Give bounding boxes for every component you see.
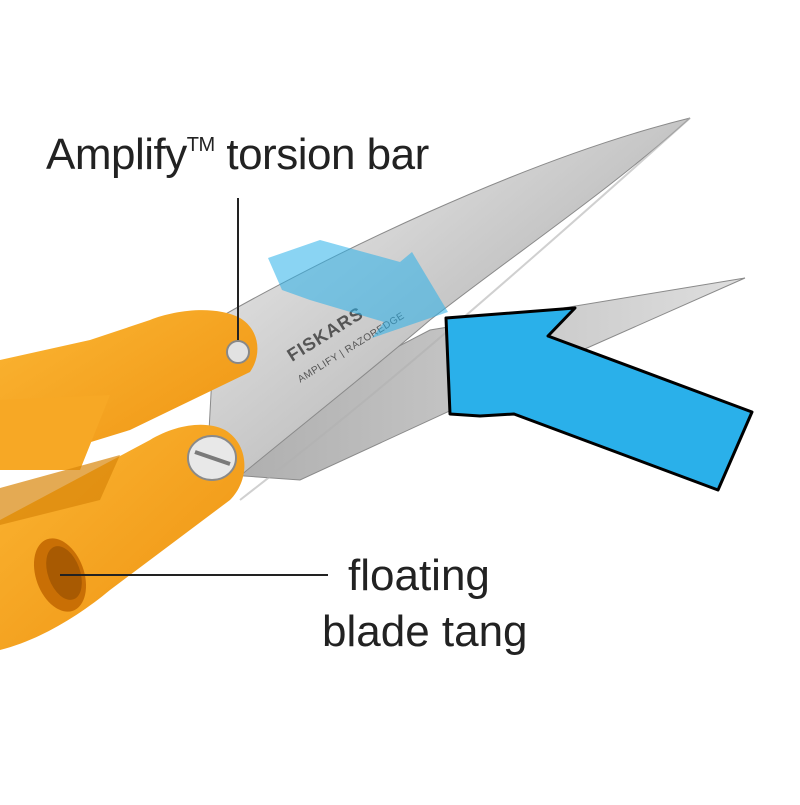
cut-direction-arrow-icon (268, 240, 448, 338)
blade-tang-callout: floating blade tang (322, 548, 528, 660)
torsion-bar-callout-text: Amplify (46, 130, 187, 179)
pivot-screw-icon (187, 435, 237, 481)
handle-shadow (0, 455, 120, 525)
trademark-symbol: TM (186, 134, 215, 156)
blade-tang-callout-line2: blade tang (322, 607, 528, 656)
handle-top-thumb (0, 395, 110, 470)
upper-blade (204, 117, 691, 507)
blade-tang-callout-line1: floating (348, 551, 490, 600)
torsion-bar-callout: AmplifyTM torsion bar (46, 130, 429, 180)
torsion-bar-callout-suffix: torsion bar (214, 130, 429, 179)
force-arrow-icon (444, 306, 754, 492)
upper-blade-edge (239, 117, 691, 501)
torsion-bar-pin-icon (226, 340, 250, 364)
